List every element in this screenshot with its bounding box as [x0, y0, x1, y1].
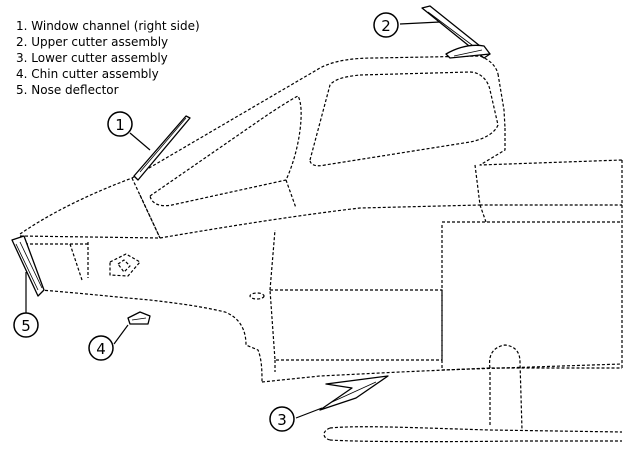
leader-3: [295, 407, 323, 419]
nose-deflector-part: [11, 235, 45, 297]
callout-5-label: 5: [21, 317, 31, 335]
legend-item-lower-cutter: 3. Lower cutter assembly: [16, 51, 168, 65]
chin-cutter-part: [127, 311, 151, 325]
legend-item-window-channel: 1. Window channel (right side): [16, 19, 200, 33]
leader-1: [129, 132, 151, 151]
leader-2: [399, 21, 441, 25]
leader-lines: [25, 21, 441, 419]
callout-4: 4: [88, 335, 114, 361]
callout-3: 3: [269, 406, 295, 432]
canopy-windows: [139, 71, 499, 239]
callout-4-label: 4: [96, 340, 106, 358]
legend-item-upper-cutter: 2. Upper cutter assembly: [16, 35, 169, 49]
upper-cutter-part: [421, 5, 491, 59]
callout-2: 2: [373, 12, 399, 38]
window-channel-part: [133, 115, 191, 181]
callout-3-label: 3: [277, 411, 287, 429]
callout-1-label: 1: [115, 116, 125, 134]
callout-5: 5: [13, 312, 39, 338]
legend-item-chin-cutter: 4. Chin cutter assembly: [16, 67, 159, 81]
lower-cutter-part: [319, 375, 389, 411]
callout-2-label: 2: [381, 17, 391, 35]
leader-4: [113, 324, 129, 345]
callout-1: 1: [107, 111, 133, 137]
fuselage-outline: [19, 55, 623, 443]
parts-legend: 1. Window channel (right side) 2. Upper …: [16, 18, 200, 98]
legend-item-nose-deflector: 5. Nose deflector: [16, 83, 119, 97]
